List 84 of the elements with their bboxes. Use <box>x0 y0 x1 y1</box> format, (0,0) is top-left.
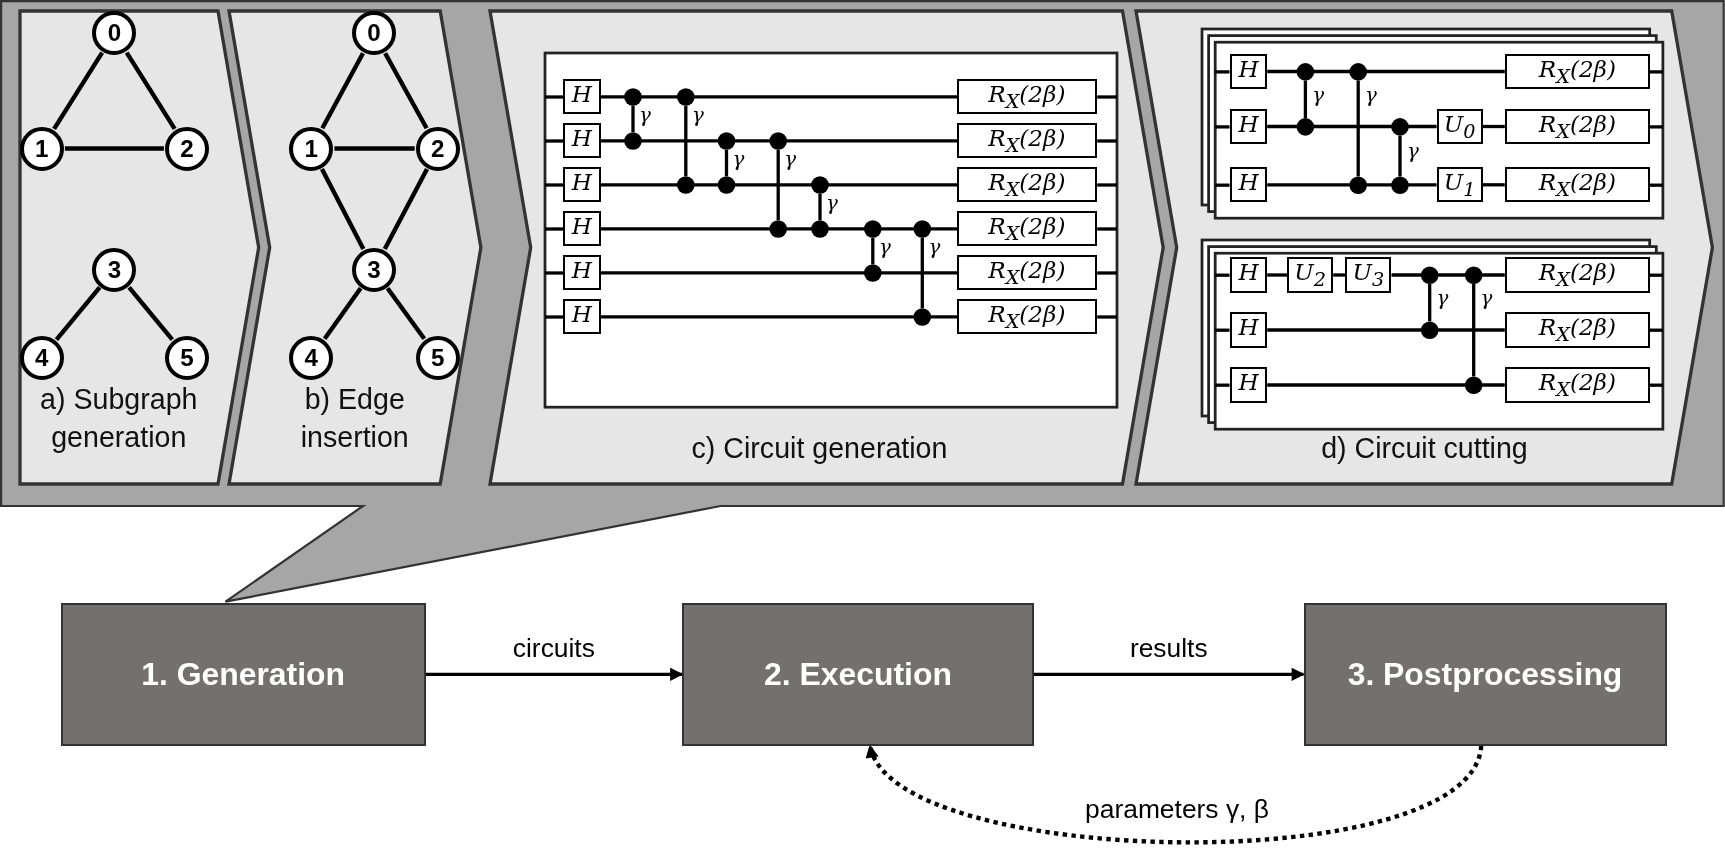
qubit-wire <box>1482 124 1505 129</box>
graph-edge <box>322 287 363 340</box>
gate-box: H <box>563 299 601 335</box>
qubit-wire <box>600 95 957 99</box>
parameter-label: γ <box>1436 289 1449 310</box>
gate-box: U$_{0}$ <box>1436 108 1483 145</box>
qubit-wire <box>1267 328 1505 332</box>
gate-box: R$_{X}$(2β) <box>1504 257 1650 293</box>
qubit-wire <box>600 139 957 143</box>
process-box: 2. Execution <box>682 602 1034 746</box>
gate-box: H <box>563 167 601 203</box>
parameter-label: γ <box>826 193 838 214</box>
graph-edge <box>382 167 429 251</box>
chevron-panel <box>19 11 259 484</box>
gate-box: R$_{X}$(2β) <box>957 79 1097 115</box>
graph-edge <box>54 285 102 342</box>
gate-box: H <box>563 211 601 247</box>
qubit-wire <box>600 183 957 187</box>
gate-box: R$_{X}$(2β) <box>957 211 1097 247</box>
graph-edge <box>127 285 174 342</box>
arrow <box>868 744 1484 845</box>
qubit-wire <box>600 271 957 275</box>
gate-box: H <box>563 79 601 115</box>
gate-box: H <box>1229 312 1268 348</box>
chevron-panel <box>1136 11 1713 484</box>
parameter-label: γ <box>878 237 891 258</box>
process-box: 1. Generation <box>60 602 426 746</box>
gate-box: R$_{X}$(2β) <box>957 123 1097 159</box>
parameter-label: γ <box>1406 142 1419 163</box>
gate-box: R$_{X}$(2β) <box>957 299 1097 335</box>
panel-caption: d) Circuit cutting <box>1320 431 1529 466</box>
gate-box: H <box>563 255 601 291</box>
parameter-label: γ <box>639 105 651 126</box>
parameter-label: γ <box>1480 289 1493 310</box>
process-box: 3. Postprocessing <box>1303 602 1667 746</box>
parameter-label: γ <box>928 237 941 258</box>
gate-box: R$_{X}$(2β) <box>1504 53 1650 90</box>
chevron-panel <box>489 11 1163 484</box>
qubit-wire <box>1267 273 1287 277</box>
graph-edge <box>320 52 365 130</box>
graph-edge <box>383 52 429 130</box>
graph-edge <box>385 286 427 341</box>
circuit-frame <box>1202 239 1664 429</box>
panel-caption: c) Circuit generation <box>690 431 949 466</box>
gate-box: R$_{X}$(2β) <box>1504 312 1650 348</box>
qubit-wire <box>1267 383 1505 387</box>
qubit-wire <box>600 315 957 319</box>
qubit-wire <box>1267 183 1437 187</box>
gate-box: R$_{X}$(2β) <box>1504 108 1650 145</box>
gate-box: R$_{X}$(2β) <box>1504 167 1650 203</box>
panel-caption: a) Subgraph generation <box>39 381 199 456</box>
parameter-label: γ <box>732 149 745 170</box>
gate-box: R$_{X}$(2β) <box>1504 367 1650 403</box>
circuit-frame <box>1202 28 1664 218</box>
graph-edge <box>52 51 104 131</box>
parameter-label: γ <box>691 105 704 126</box>
gate-box: H <box>1229 367 1268 403</box>
parameter-label: γ <box>1365 85 1377 106</box>
qubit-wire <box>1333 273 1346 277</box>
gate-box: U$_{1}$ <box>1436 167 1483 203</box>
graph-edge <box>124 51 177 131</box>
gate-box: R$_{X}$(2β) <box>957 255 1097 291</box>
arrow <box>1034 667 1305 681</box>
qubit-wire <box>1267 124 1437 129</box>
qubit-wire <box>1482 183 1505 187</box>
graph-edge <box>64 146 164 151</box>
callout-band <box>0 0 1725 603</box>
qubit-wire <box>1267 69 1505 74</box>
arrow <box>425 667 684 681</box>
qubit-wire <box>1391 273 1505 277</box>
chevron-panel <box>228 11 481 484</box>
gate-box: R$_{X}$(2β) <box>957 167 1097 203</box>
gate-box: U$_{3}$ <box>1345 257 1392 293</box>
gate-box: H <box>563 123 601 159</box>
gate-box: H <box>1229 167 1268 203</box>
graph-edge <box>334 146 415 151</box>
circuit-frame <box>544 52 1117 407</box>
parameter-label: γ <box>784 149 797 170</box>
parameter-label: γ <box>1312 85 1325 106</box>
qubit-wire <box>600 227 957 231</box>
graph-edge <box>319 168 366 250</box>
gate-box: U$_{2}$ <box>1287 257 1334 293</box>
panel-caption: b) Edge insertion <box>299 381 410 456</box>
gate-box: H <box>1229 257 1268 293</box>
